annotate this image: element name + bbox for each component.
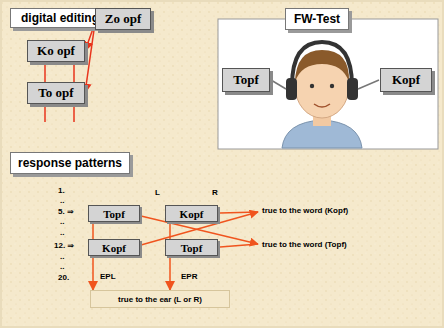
earcup [286, 78, 297, 100]
node-text: Kopf [392, 72, 420, 88]
node-text: Ko opf [37, 43, 75, 59]
ear-label: EPL [100, 272, 116, 281]
row-number: 20. [58, 273, 69, 282]
node-text: To opf [38, 85, 73, 101]
cable [358, 80, 379, 89]
row-number: .. [60, 262, 64, 271]
node-text: digital editing [21, 11, 99, 25]
eye [310, 84, 314, 88]
word-box: Zo opf [95, 8, 151, 30]
response-box: Kopf [165, 205, 218, 222]
ear-label: EPR [181, 272, 197, 281]
cable [271, 80, 286, 89]
connector-arrow [169, 222, 171, 239]
response-box: Kopf [88, 239, 140, 256]
node-text: true to the ear (L or R) [118, 295, 202, 304]
headband [292, 42, 352, 86]
node-text: Topf [181, 242, 203, 254]
section-heading: response patterns [10, 152, 130, 174]
pattern-note: true to the word (Kopf) [262, 206, 348, 215]
row-number: 12. ⇒ [54, 241, 74, 250]
connector-arrow [92, 222, 94, 239]
word-box: Ko opf [27, 40, 85, 62]
row-number: 5. ⇒ [58, 207, 74, 216]
row-number: .. [60, 252, 64, 261]
stimulus-box: Kopf [380, 68, 432, 92]
word-arrow [220, 244, 258, 247]
column-heading: R [212, 188, 218, 197]
hair [295, 50, 349, 82]
result-box: true to the ear (L or R) [90, 290, 230, 308]
connector-arrow [92, 256, 94, 290]
node-text: FW-Test [294, 12, 340, 26]
pattern-note: true to the word (Topf) [262, 240, 347, 249]
test-heading: FW-Test [285, 8, 349, 30]
row-number: .. [60, 217, 64, 226]
row-number: 1. [58, 186, 65, 195]
word-box: To opf [27, 82, 85, 104]
stimulus-box: Topf [222, 68, 270, 92]
node-text: Topf [103, 208, 125, 220]
node-text: response patterns [18, 156, 122, 170]
response-box: Topf [165, 239, 218, 256]
node-text: Kopf [180, 208, 204, 220]
connector-arrow [169, 256, 171, 290]
test-panel [218, 19, 438, 149]
earcup [347, 78, 358, 100]
eye [330, 84, 334, 88]
word-arrow [220, 212, 258, 213]
column-heading: L [155, 188, 160, 197]
response-box: Topf [88, 205, 140, 222]
mouth [314, 104, 330, 107]
row-number: .. [60, 228, 64, 237]
node-text: Kopf [102, 242, 126, 254]
row-number: .. [60, 196, 64, 205]
node-text: Topf [233, 72, 259, 88]
listener-figure [271, 42, 379, 148]
connector-arrow [85, 23, 95, 93]
node-text: Zo opf [105, 11, 141, 27]
